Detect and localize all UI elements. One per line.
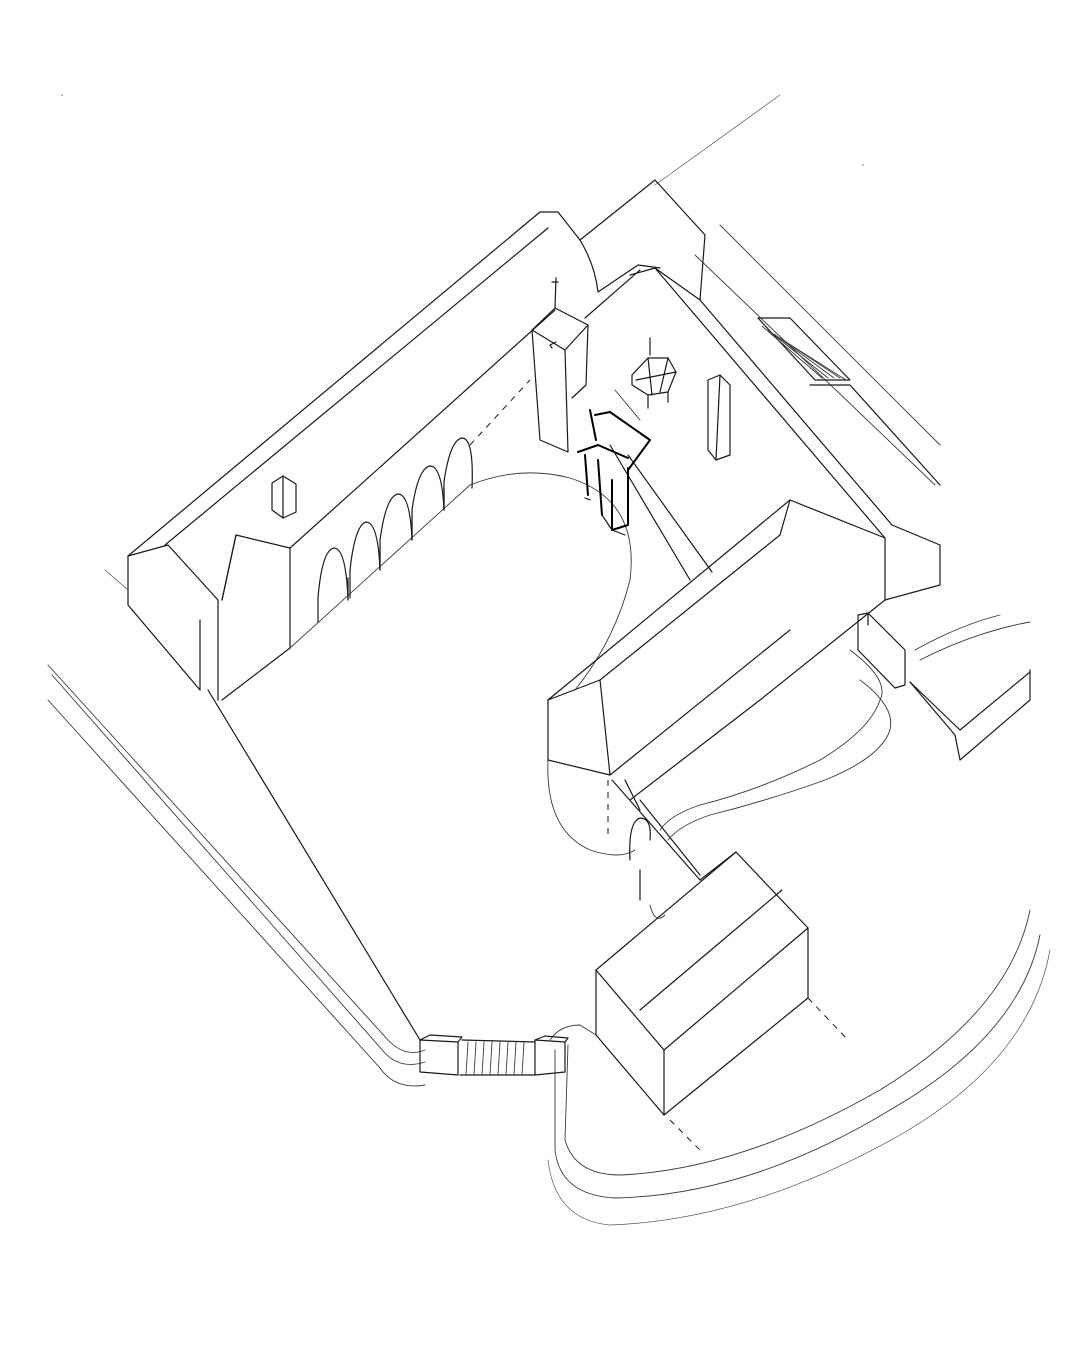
east-terrace <box>659 317 1031 841</box>
east-wing <box>547 267 941 919</box>
speck <box>61 94 63 96</box>
tower <box>531 277 589 453</box>
west-wing <box>104 211 581 701</box>
road-edge-left <box>47 664 426 1087</box>
road-edge-right-curve <box>547 909 1051 1226</box>
entrance-canopy <box>577 409 651 536</box>
speck <box>862 164 864 166</box>
north-wing <box>579 179 706 319</box>
south-gate <box>419 1034 569 1076</box>
courtyard-outline <box>207 472 636 1041</box>
monument <box>707 374 731 461</box>
southeast-building <box>549 851 849 1151</box>
gazebo <box>631 337 677 409</box>
north-boundary-line <box>654 94 941 486</box>
